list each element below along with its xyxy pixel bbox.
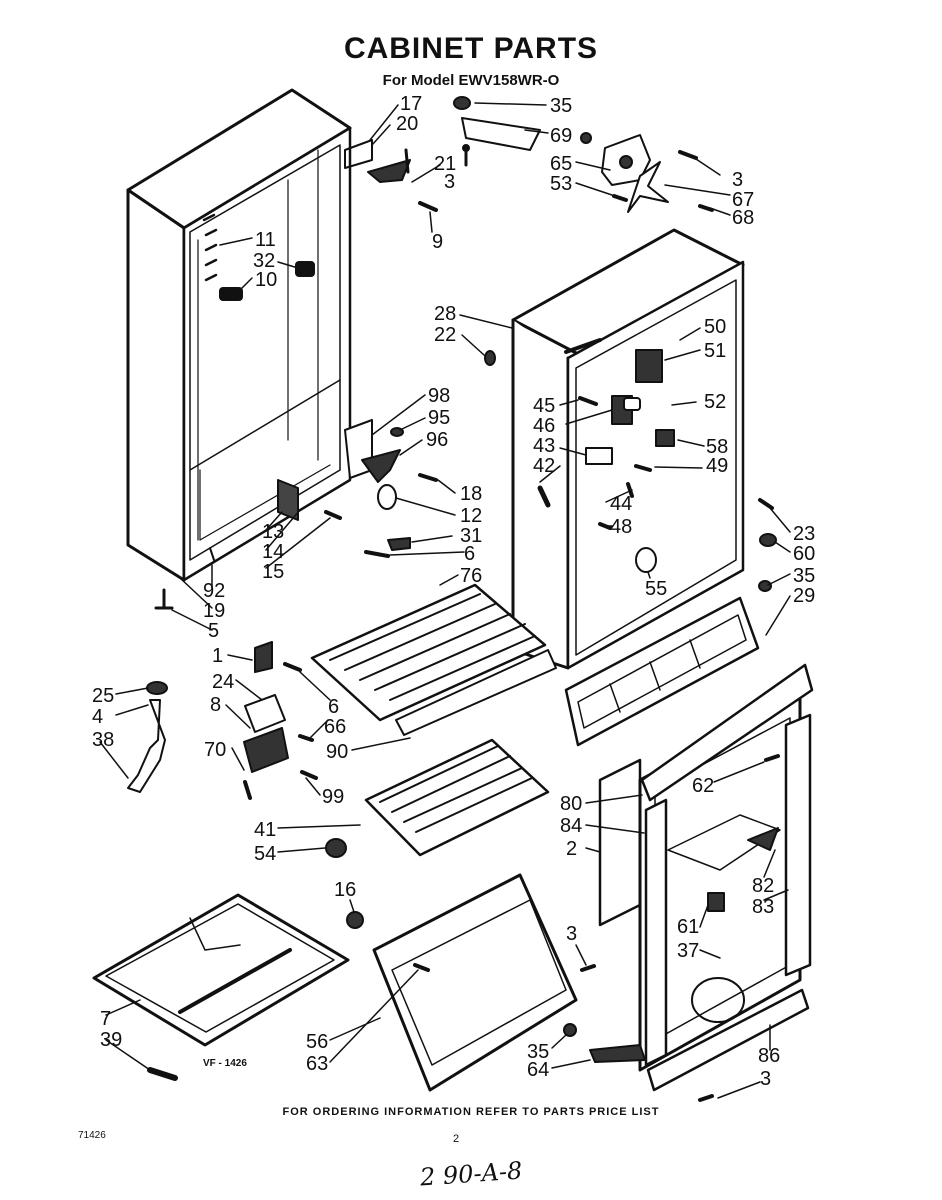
callout-label: 61 <box>677 916 699 938</box>
callout-label: 6 <box>464 543 475 565</box>
callout-label: 90 <box>326 741 348 763</box>
callout-label: 12 <box>460 505 482 527</box>
callout-label: 35 <box>550 95 572 117</box>
callout-label: 5 <box>208 620 219 642</box>
main-cabinet <box>126 88 352 582</box>
callout-label: 52 <box>704 391 726 413</box>
leader-lines <box>99 102 791 1099</box>
callout-label: 84 <box>560 815 582 837</box>
freezer-liner <box>484 228 777 670</box>
callout-label: 20 <box>396 113 418 135</box>
callout-label: 50 <box>704 316 726 338</box>
callout-label: 95 <box>428 407 450 429</box>
callout-label: 11 <box>255 229 276 251</box>
callout-label: 44 <box>610 493 632 515</box>
model-subtitle: For Model EWV158WR-O <box>382 72 560 89</box>
callout-label: 3 <box>732 169 743 191</box>
callout-label: 23 <box>793 523 815 545</box>
callout-label: 9 <box>432 231 443 253</box>
callout-label: 86 <box>758 1045 780 1067</box>
callout-label: 35 <box>793 565 815 587</box>
callout-label: 10 <box>255 269 277 291</box>
drain-and-control-parts <box>127 641 318 800</box>
callout-label: 14 <box>262 541 284 563</box>
callout-label: 65 <box>550 153 572 175</box>
callout-label: 29 <box>793 585 815 607</box>
page-title: CABINET PARTS <box>343 32 599 65</box>
callout-label: 21 <box>434 153 456 175</box>
callout-label: 54 <box>254 843 276 865</box>
callout-label: 38 <box>92 729 114 751</box>
callout-label: 43 <box>533 435 555 457</box>
page-number: 2 <box>453 1133 460 1145</box>
callout-label: 51 <box>704 340 726 362</box>
callout-label: 42 <box>533 455 555 477</box>
callout-label: 70 <box>204 739 226 761</box>
vent-grille <box>564 596 760 747</box>
callout-label: 17 <box>400 93 422 115</box>
callout-label: 22 <box>434 324 456 346</box>
drip-tray <box>92 893 364 1081</box>
callout-label: 13 <box>262 521 284 543</box>
callout-label: 64 <box>527 1059 549 1081</box>
callout-label: 24 <box>212 671 234 693</box>
callout-label: 7 <box>100 1008 111 1030</box>
callout-label: 2 <box>566 838 577 860</box>
callout-label: 37 <box>677 940 699 962</box>
callout-labels: 17 20 35 69 21 3 65 53 3 67 68 11 32 10 … <box>92 93 815 1090</box>
callout-label: 35 <box>527 1041 549 1063</box>
figure-code: VF - 1426 <box>203 1058 247 1069</box>
callout-label: 53 <box>550 173 572 195</box>
callout-label: 16 <box>334 879 356 901</box>
callout-label: 96 <box>426 429 448 451</box>
callout-label: 3 <box>760 1068 771 1090</box>
callout-label: 63 <box>306 1053 328 1075</box>
callout-label: 15 <box>262 561 284 583</box>
callout-label: 8 <box>210 694 221 716</box>
callout-label: 98 <box>428 385 450 407</box>
callout-label: 69 <box>550 125 572 147</box>
door-assembly <box>563 663 814 1102</box>
cabinet-hinge-parts <box>154 139 470 610</box>
callout-label: 1 <box>212 645 223 667</box>
callout-label: 83 <box>752 896 774 918</box>
ordering-footer: FOR ORDERING INFORMATION REFER TO PARTS … <box>282 1106 660 1118</box>
callout-label: 31 <box>460 525 482 547</box>
callout-label: 56 <box>306 1031 328 1053</box>
callout-label: 45 <box>533 395 555 417</box>
callout-label: 39 <box>100 1029 122 1051</box>
document-code: 71426 <box>78 1130 106 1141</box>
callout-label: 4 <box>92 706 103 728</box>
callout-label: 99 <box>322 786 344 808</box>
callout-label: 66 <box>324 716 346 738</box>
callout-label: 76 <box>460 565 482 587</box>
callout-label: 6 <box>328 696 339 718</box>
callout-label: 80 <box>560 793 582 815</box>
callout-label: 48 <box>610 516 632 538</box>
callout-label: 60 <box>793 543 815 565</box>
callout-label: 32 <box>253 250 275 272</box>
crisper-cover <box>372 873 596 1092</box>
callout-label: 41 <box>254 819 276 841</box>
callout-label: 58 <box>706 436 728 458</box>
callout-label: 67 <box>732 189 754 211</box>
callout-label: 19 <box>203 600 225 622</box>
callout-label: 68 <box>732 207 754 229</box>
callout-label: 3 <box>566 923 577 945</box>
callout-label: 55 <box>645 578 667 600</box>
fan-assembly <box>453 96 714 213</box>
callout-label: 46 <box>533 415 555 437</box>
callout-label: 62 <box>692 775 714 797</box>
callout-label: 3 <box>444 171 455 193</box>
callout-label: 92 <box>203 580 225 602</box>
callout-label: 18 <box>460 483 482 505</box>
callout-label: 82 <box>752 875 774 897</box>
callout-label: 28 <box>434 303 456 325</box>
callout-label: 49 <box>706 455 728 477</box>
freezer-shelves <box>310 583 557 858</box>
callout-label: 25 <box>92 685 114 707</box>
